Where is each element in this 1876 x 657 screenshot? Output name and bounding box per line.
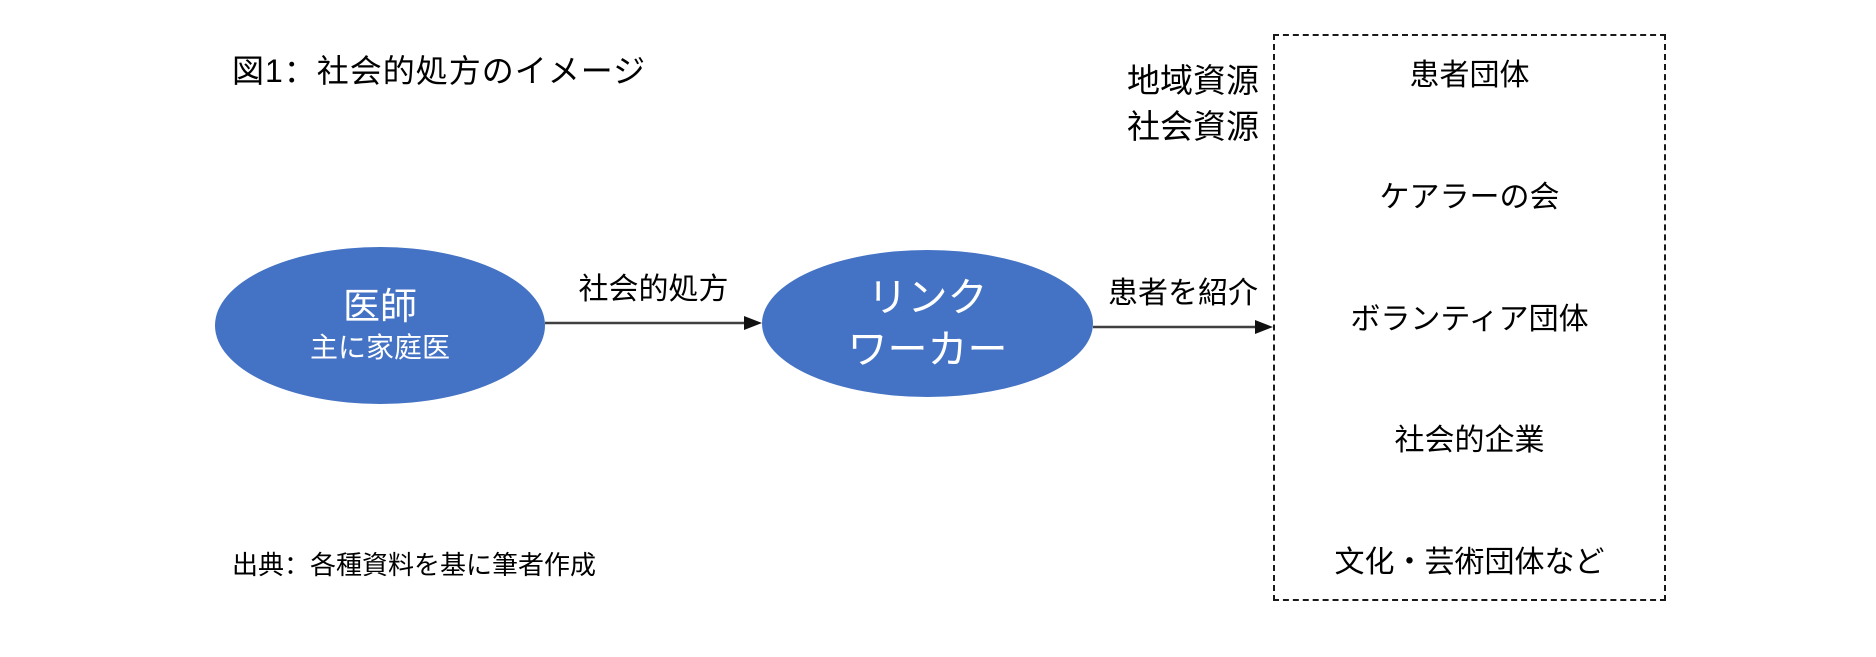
- resources-caption: 地域資源 社会資源: [1095, 58, 1259, 150]
- figure-title: 図1：社会的処方のイメージ: [232, 53, 647, 89]
- resource-item-social-enterprises: 社会的企業: [1394, 424, 1545, 458]
- resource-item-volunteer-groups: ボランティア団体: [1350, 302, 1589, 336]
- arrow-head-icon: [744, 316, 762, 330]
- resources-caption-line2: 社会資源: [1127, 108, 1259, 145]
- resources-caption-line1: 地域資源: [1127, 62, 1259, 99]
- social-prescription-arrow-icon: [545, 316, 762, 330]
- resources-box: 患者団体 ケアラーの会 ボランティア団体 社会的企業 文化・芸術団体など: [1273, 34, 1666, 601]
- source-note: 出典：各種資料を基に筆者作成: [232, 550, 597, 580]
- doctor-node: 医師 主に家庭医: [215, 247, 545, 404]
- resource-item-patient-groups: 患者団体: [1409, 59, 1530, 92]
- link-worker-label-line2: ワーカー: [847, 327, 1008, 372]
- patient-referral-label: 患者を紹介: [1108, 277, 1258, 310]
- social-prescription-label: 社会的処方: [578, 273, 729, 306]
- arrow-head-icon: [1255, 320, 1273, 334]
- doctor-sublabel: 主に家庭医: [309, 332, 450, 364]
- link-worker-node: リンク ワーカー: [762, 250, 1093, 397]
- doctor-label: 医師: [343, 286, 417, 328]
- patient-referral-arrow-icon: [1093, 320, 1273, 334]
- link-worker-label-line1: リンク: [867, 275, 988, 320]
- resource-item-culture-arts-groups: 文化・芸術団体など: [1334, 546, 1605, 579]
- resource-item-carers-association: ケアラーの会: [1379, 180, 1560, 214]
